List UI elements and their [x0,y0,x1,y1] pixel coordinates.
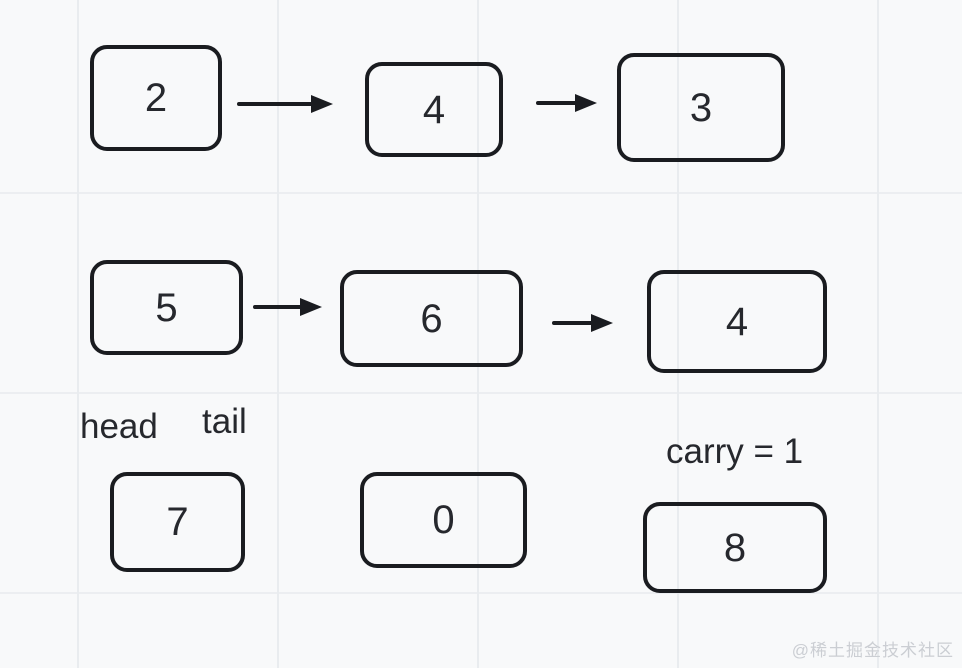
node-value: 5 [155,285,178,330]
list-a-node-3: 3 [617,53,785,162]
node-value: 0 [432,498,455,542]
head-pointer-label: head [80,407,158,446]
community-watermark: @稀土掘金技术社区 [791,641,954,660]
list-a-node-1: 2 [90,45,222,151]
list-b-node-3: 4 [647,270,827,373]
node-value: 3 [689,85,713,130]
next-pointer-arrow-icon [552,313,613,333]
list-b-node-1: 5 [90,260,243,355]
carry-value-label: carry = 1 [666,432,804,471]
result-node-3: 8 [643,502,827,593]
tail-pointer-label: tail [202,402,247,441]
result-node-1: 7 [110,472,245,572]
next-pointer-arrow-icon [237,94,333,114]
node-value: 8 [723,525,747,570]
node-value: 4 [422,87,446,132]
node-value: 4 [725,299,749,344]
list-a-node-2: 4 [365,62,503,157]
result-node-2: 0 [360,472,527,568]
node-value: 7 [166,500,189,544]
list-b-node-2: 6 [340,270,523,367]
node-value: 2 [144,76,168,120]
next-pointer-arrow-icon [253,297,322,317]
node-value: 6 [420,296,443,341]
next-pointer-arrow-icon [536,93,597,113]
